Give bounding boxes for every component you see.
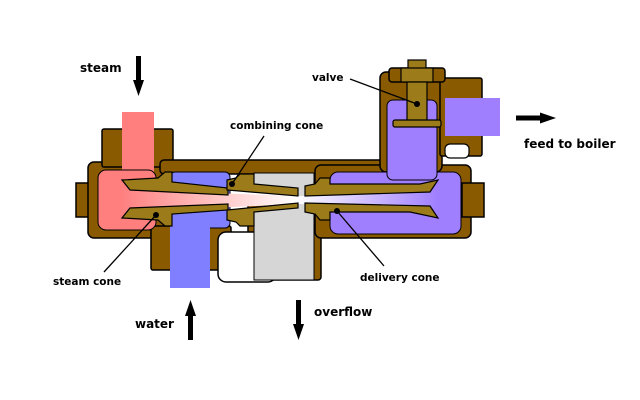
label-combining-cone: combining cone	[230, 120, 323, 132]
combining-cone-lower	[226, 202, 299, 227]
leader-lines	[103, 78, 420, 273]
water-arrow-icon	[185, 300, 196, 340]
label-valve: valve	[312, 72, 344, 84]
label-steam: steam	[80, 61, 122, 75]
steam-cone-lower	[120, 203, 229, 227]
label-delivery-cone: delivery cone	[360, 272, 440, 284]
steam-cone-upper	[120, 171, 229, 196]
label-overflow: overflow	[314, 305, 372, 319]
overflow-arrow-icon	[293, 300, 304, 340]
delivery-outlet	[445, 98, 500, 136]
feed-arrow-icon	[516, 112, 556, 124]
label-water: water	[135, 317, 174, 331]
delivery-cone-upper	[304, 177, 440, 197]
water-passage	[170, 210, 210, 270]
label-feed-to-boiler: feed to boiler	[524, 137, 616, 151]
water-inlet	[170, 268, 210, 288]
delivery-cone-lower	[304, 202, 440, 221]
cones	[120, 171, 440, 227]
label-steam-cone: steam cone	[53, 276, 121, 288]
steam-arrow-icon	[133, 56, 144, 96]
steam-inlet	[122, 112, 154, 172]
